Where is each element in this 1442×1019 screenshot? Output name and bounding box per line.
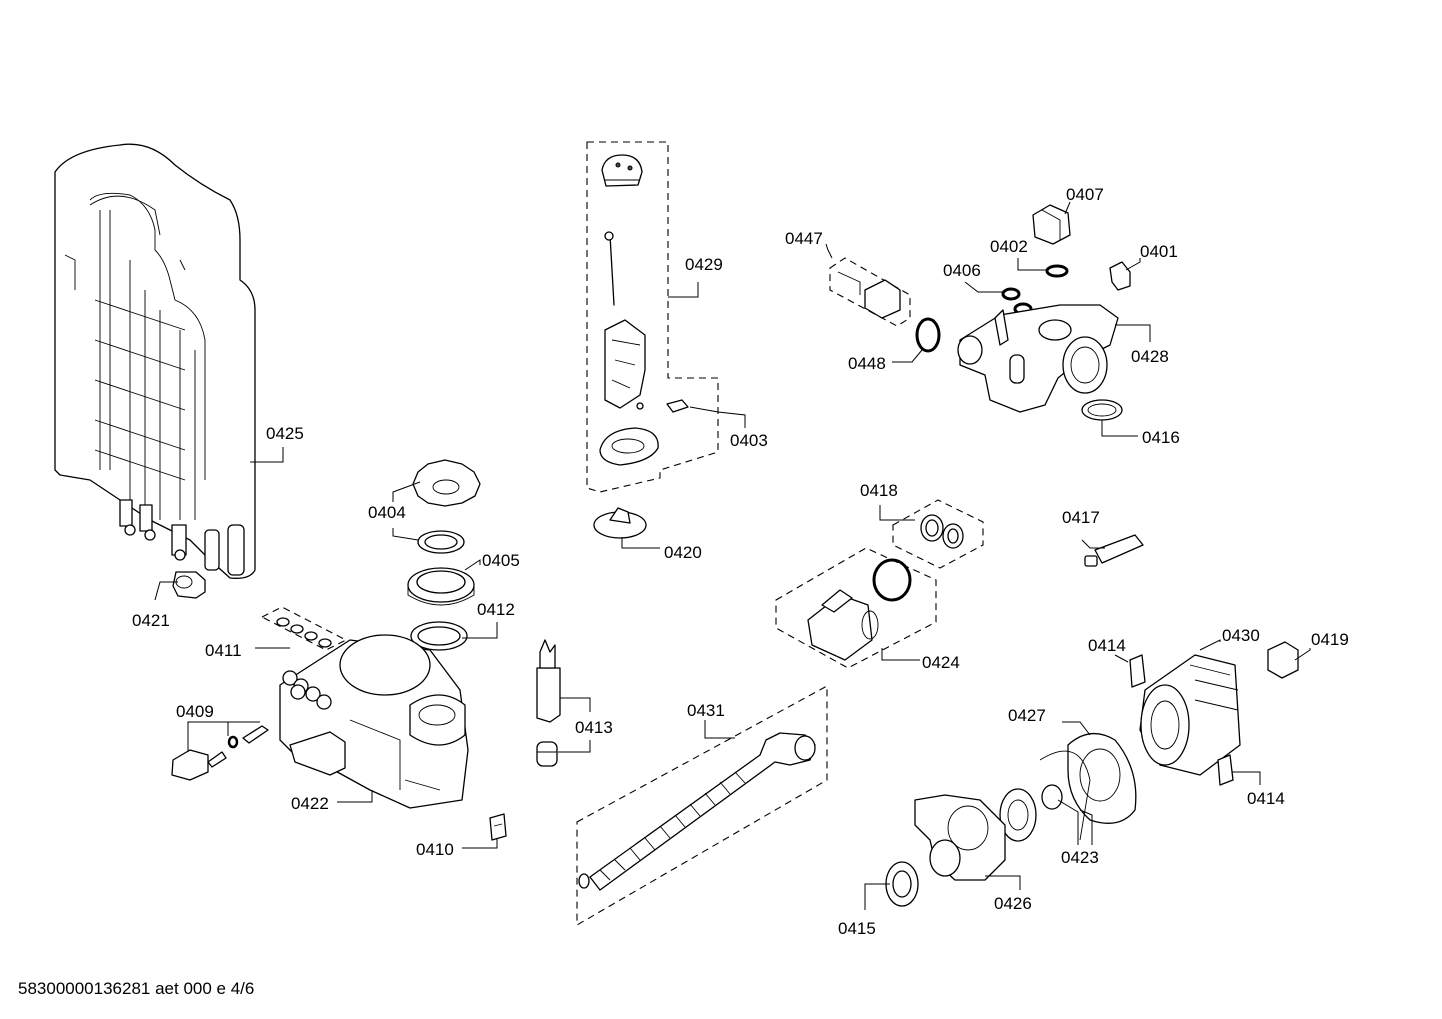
callout-0420: 0420	[664, 543, 702, 562]
part-connector-0407: 0407	[1032, 185, 1104, 245]
part-pump-housing-0426: 0426	[914, 794, 1032, 913]
part-pump-group-0424: 0424	[775, 547, 960, 672]
callout-0431: 0431	[687, 701, 725, 720]
part-clip-0401: 0401	[1109, 242, 1178, 291]
callout-0407: 0407	[1066, 185, 1104, 204]
callout-0404: 0404	[368, 503, 406, 522]
part-fitting-0421: 0421	[132, 571, 206, 630]
callout-0418: 0418	[860, 481, 898, 500]
callout-0411: 0411	[205, 641, 242, 660]
callout-0414-bottom: 0414	[1247, 789, 1285, 808]
callout-0402: 0402	[990, 237, 1028, 256]
part-impeller-housing-0427: 0427	[1008, 706, 1137, 841]
callout-0401: 0401	[1140, 242, 1178, 261]
part-pump-motor-0430: 0430	[1139, 626, 1260, 776]
callout-0419: 0419	[1311, 630, 1349, 649]
callout-0421: 0421	[132, 611, 170, 630]
callout-0426: 0426	[994, 894, 1032, 913]
part-cap-0420: 0420	[593, 507, 702, 562]
callout-0416: 0416	[1142, 428, 1180, 447]
callout-0403: 0403	[730, 431, 768, 450]
callout-0448: 0448	[848, 354, 886, 373]
part-seal-ring-0404b	[392, 528, 465, 554]
part-valve-0409: 0409	[171, 702, 269, 781]
callout-0415: 0415	[838, 919, 876, 938]
part-clip-0414a: 0414	[1088, 636, 1146, 688]
callout-0417: 0417	[1062, 508, 1100, 527]
callout-0424: 0424	[922, 653, 960, 672]
callout-0412: 0412	[477, 600, 515, 619]
part-valve-assembly-0447: 0447	[785, 229, 911, 327]
callout-0427: 0427	[1008, 706, 1046, 725]
part-oring-0402: 0402	[990, 237, 1069, 278]
callout-0413: 0413	[575, 718, 613, 737]
part-seal-ring-0412: 0412	[410, 600, 515, 651]
part-clip-0414b: 0414	[1217, 754, 1285, 808]
part-clip-0410: 0410	[416, 813, 507, 859]
callout-0405: 0405	[482, 551, 520, 570]
callout-0422: 0422	[291, 794, 329, 813]
callout-0410: 0410	[416, 840, 454, 859]
part-sensor-0413: 0413	[536, 639, 613, 767]
part-float-switch-group: 0429 0403	[586, 141, 768, 493]
callout-0406: 0406	[943, 261, 981, 280]
part-oring-0448: 0448	[848, 317, 941, 373]
callout-0447: 0447	[785, 229, 823, 248]
part-distributor-0428: 0428	[957, 304, 1169, 413]
part-connector-0419: 0419	[1267, 630, 1349, 679]
callout-0428: 0428	[1131, 347, 1169, 366]
callout-0414-top: 0414	[1088, 636, 1126, 655]
part-ring-nut-0405: 0405	[407, 551, 520, 606]
callout-0430: 0430	[1222, 626, 1260, 645]
part-seal-strip-0411: 0411	[205, 606, 348, 660]
document-id: 58300000136281 aet 000 e 4/6	[18, 979, 255, 998]
callout-0409: 0409	[176, 702, 214, 721]
part-seal-0415: 0415	[838, 861, 919, 938]
part-heat-exchanger: 0425	[54, 143, 304, 579]
part-drain-hose-0431: 0431	[576, 685, 828, 926]
callout-0425: 0425	[266, 424, 304, 443]
part-impeller-0423: 0423	[999, 784, 1099, 867]
part-valve-kit-0418: 0418	[860, 481, 984, 569]
callout-0429: 0429	[685, 255, 723, 274]
part-salt-cap-0404: 0404	[368, 459, 481, 522]
part-clamp-0416: 0416	[1081, 399, 1180, 447]
part-container-0422: 0422	[279, 634, 469, 813]
part-pin-0417: 0417	[1062, 508, 1144, 567]
callout-0423: 0423	[1061, 848, 1099, 867]
